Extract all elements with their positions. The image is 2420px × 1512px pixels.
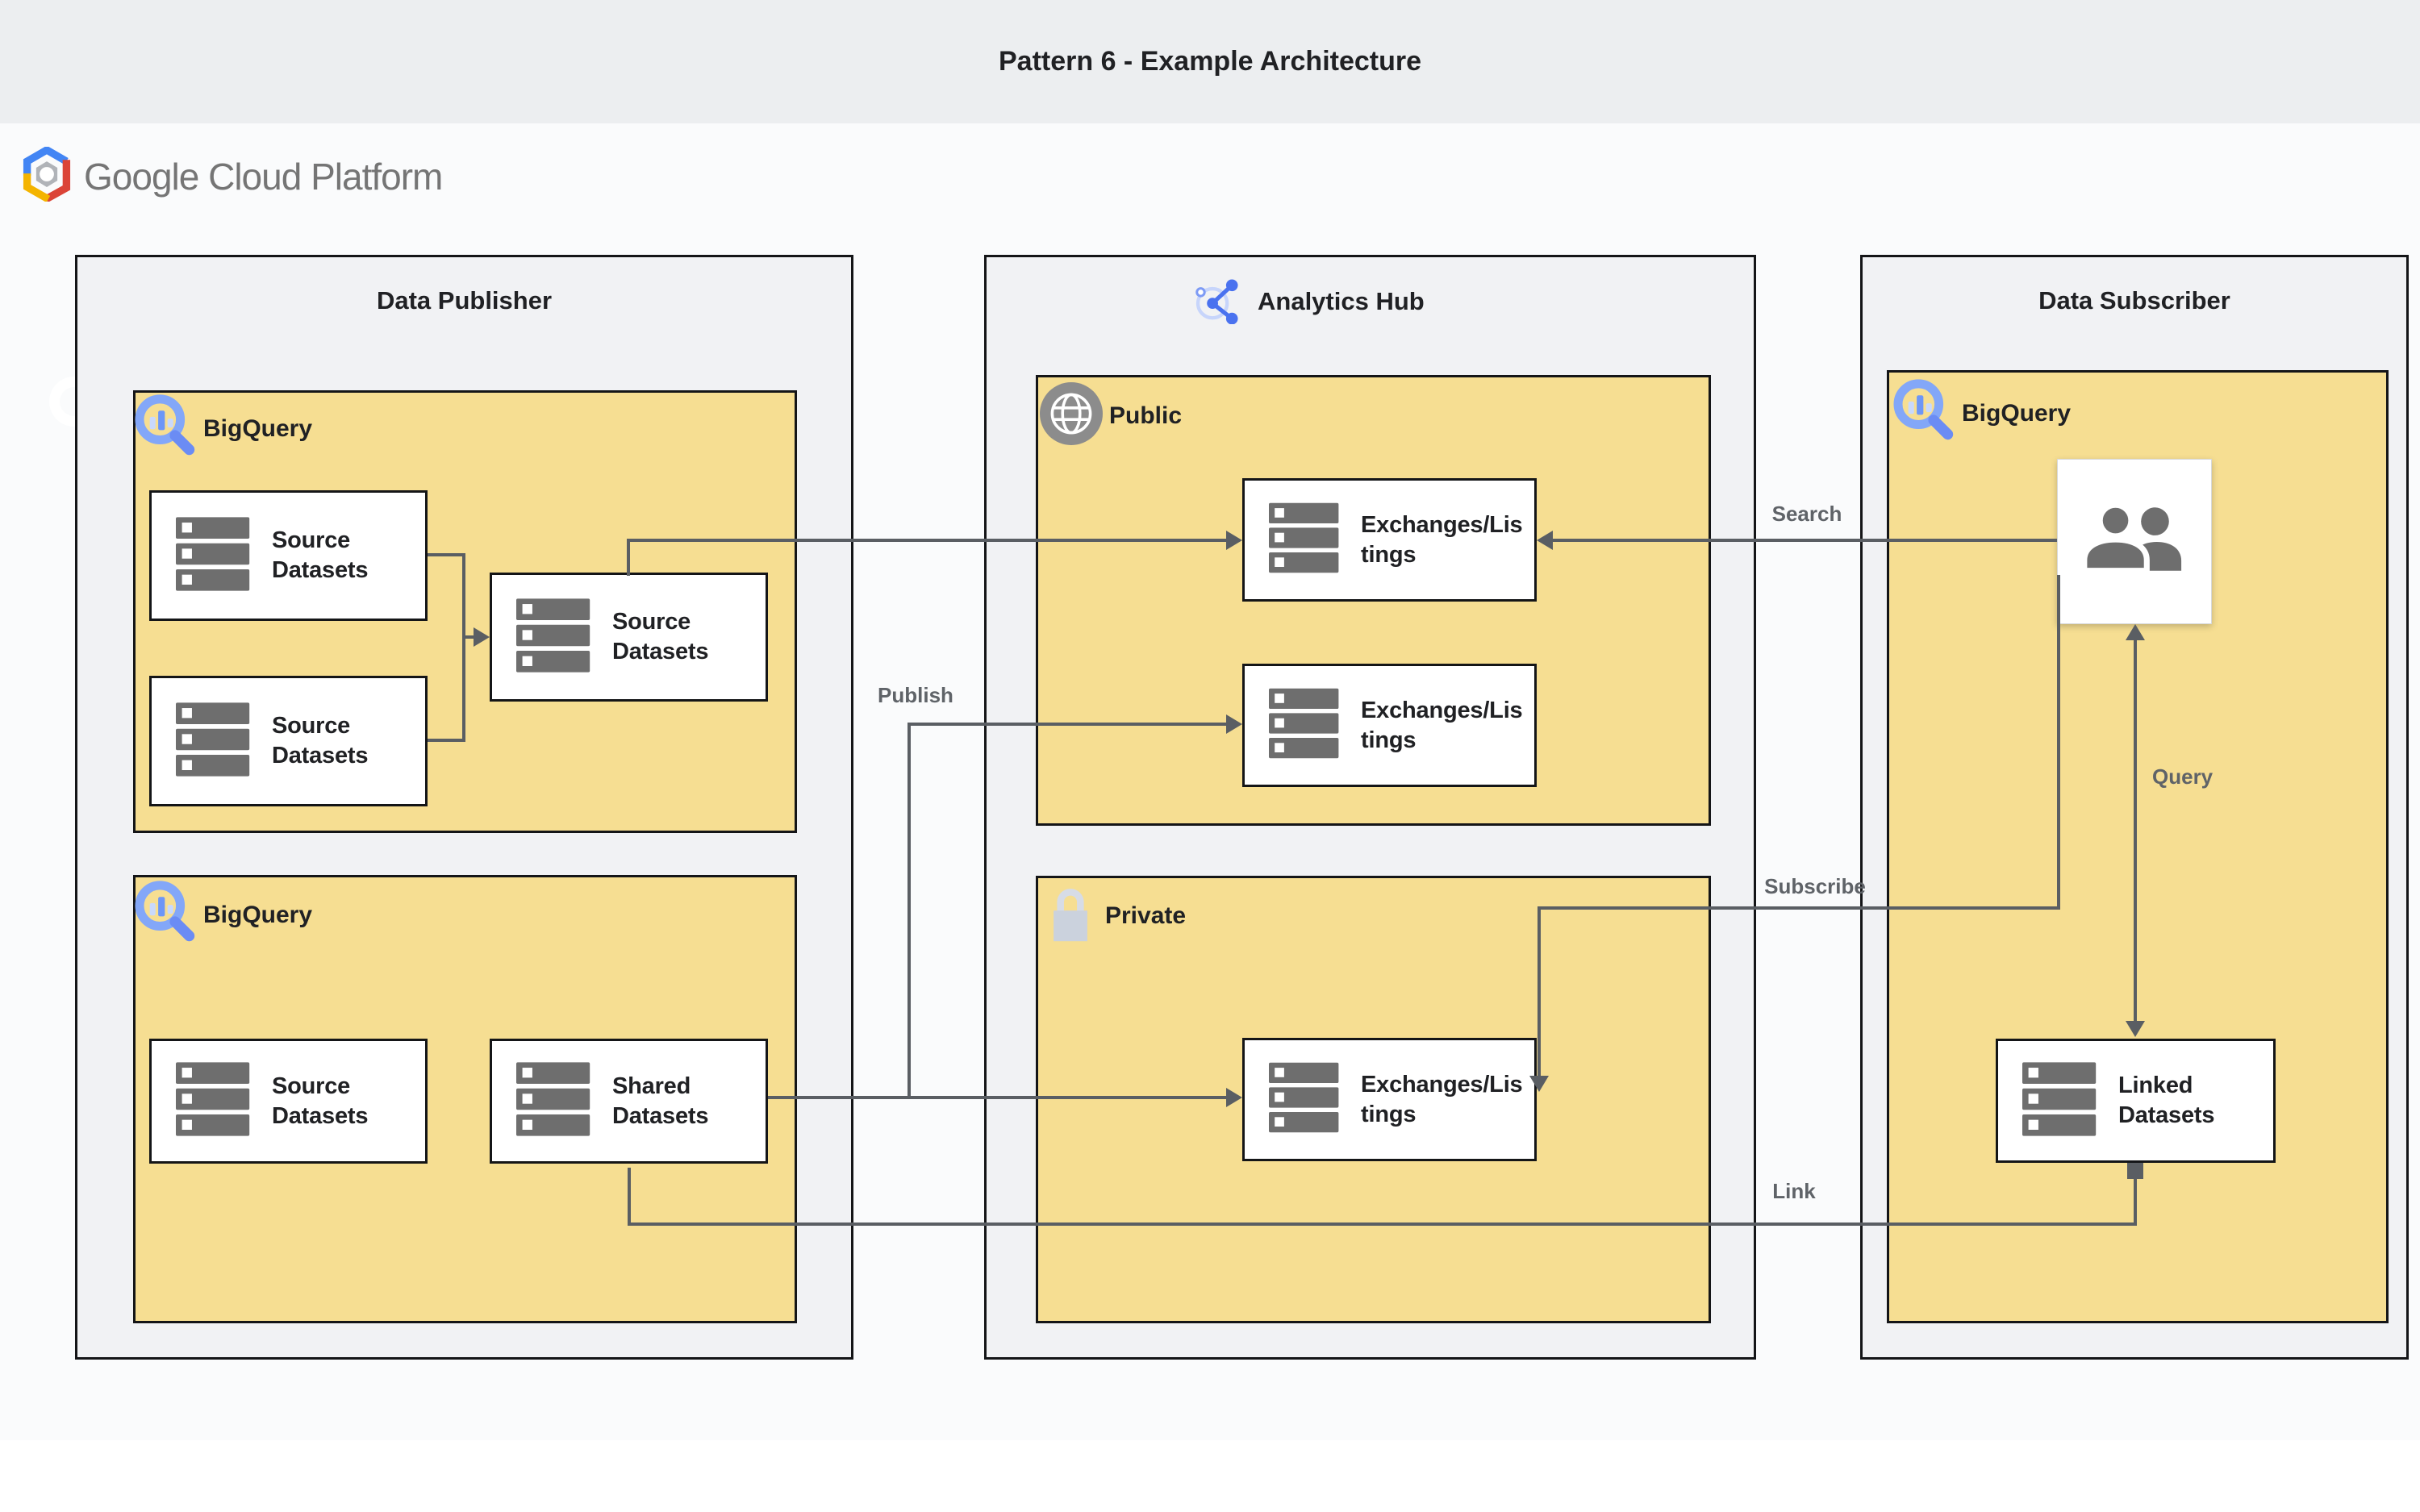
connector-c-to-exchange1 — [627, 539, 1228, 542]
edge-subscribe-v2 — [1538, 906, 1541, 1077]
public-header: Public — [1040, 382, 1182, 449]
edge-query-line — [2134, 637, 2137, 1024]
datasets-icon — [516, 598, 593, 677]
node-source-datasets-merged: Source Datasets — [490, 573, 768, 702]
node-exchanges-listings-private: Exchanges/Lis tings — [1242, 1038, 1537, 1161]
bigquery-header-2: BigQuery — [131, 877, 312, 952]
datasets-icon — [176, 1062, 252, 1140]
page-title: Pattern 6 - Example Architecture — [998, 46, 1422, 77]
node-exchanges-listings-public-1: Exchanges/Lis tings — [1242, 478, 1537, 602]
datasets-icon — [1269, 1062, 1341, 1137]
node-label: Source Datasets — [612, 609, 709, 664]
node-source-datasets-1: Source Datasets — [149, 490, 428, 621]
node-label: Shared Datasets — [612, 1073, 709, 1129]
connector-merge-into-c — [464, 635, 476, 639]
node-exchanges-listings-public-2: Exchanges/Lis tings — [1242, 664, 1537, 787]
edge-subscribe-h — [1538, 906, 2060, 910]
edge-publish-line — [908, 723, 1228, 726]
globe-icon — [1040, 382, 1103, 449]
datasets-icon — [1269, 688, 1341, 763]
edge-label-query: Query — [2152, 764, 2213, 789]
people-icon — [2080, 497, 2188, 586]
edge-label-publish: Publish — [878, 683, 953, 707]
arrowhead-publish — [1226, 714, 1242, 734]
analytics-hub-icon — [1193, 274, 1243, 328]
arrowhead-subscribe — [1529, 1076, 1549, 1092]
arrowhead-query-down — [2126, 1021, 2145, 1037]
arrowhead-into-exchange3-left — [1226, 1088, 1242, 1107]
datasets-icon — [1269, 502, 1341, 577]
connector-c-up — [627, 539, 630, 576]
arrowhead-into-exchange1-left — [1226, 531, 1242, 550]
bottom-margin — [0, 1440, 2420, 1512]
public-label: Public — [1109, 402, 1183, 429]
datasets-icon — [2022, 1061, 2099, 1140]
bigquery-icon — [1889, 376, 1960, 451]
node-label: Source Datasets — [272, 1073, 369, 1129]
connector-merge-b — [428, 739, 465, 742]
edge-search-line — [1553, 539, 2057, 542]
edge-publish-vertical — [908, 723, 911, 1099]
edge-label-search: Search — [1771, 502, 1842, 526]
link-square-terminal — [2127, 1163, 2143, 1179]
node-label: Exchanges/Lis tings — [1361, 697, 1523, 753]
data-subscriber-title: Data Subscriber — [2038, 286, 2230, 314]
bigquery-header-1: BigQuery — [131, 391, 312, 466]
bigquery-label: BigQuery — [1962, 399, 2072, 427]
connector-merge-a — [428, 553, 465, 556]
analytics-hub-header: Analytics Hub — [1193, 274, 1425, 328]
gcp-logo: Google Cloud Platform — [23, 145, 443, 206]
bigquery-icon — [131, 877, 202, 952]
node-source-datasets-3: Source Datasets — [149, 1039, 428, 1164]
private-header: Private — [1047, 883, 1186, 948]
edge-shared-to-exchange3-line — [768, 1096, 1228, 1099]
arrowhead-search — [1537, 531, 1553, 550]
edge-label-subscribe: Subscribe — [1764, 874, 1866, 898]
private-label: Private — [1105, 902, 1187, 929]
node-label: Exchanges/Lis tings — [1361, 1071, 1523, 1127]
bigquery-icon — [131, 391, 202, 466]
bigquery-label: BigQuery — [203, 414, 313, 442]
node-label: Source Datasets — [272, 527, 369, 583]
edge-link-h — [628, 1223, 2137, 1226]
node-label: Exchanges/Lis tings — [1361, 511, 1523, 568]
node-label: Linked Datasets — [2118, 1073, 2215, 1128]
lock-icon — [1047, 883, 1094, 948]
data-publisher-title: Data Publisher — [376, 286, 553, 314]
bigquery-header-3: BigQuery — [1889, 376, 2071, 451]
arrowhead-into-source-merged — [474, 627, 490, 647]
analytics-hub-title: Analytics Hub — [1258, 286, 1425, 315]
node-shared-datasets: Shared Datasets — [490, 1039, 768, 1164]
connector-merge-vertical — [462, 553, 465, 742]
gcp-logo-text: Google Cloud Platform — [84, 155, 443, 198]
datasets-icon — [176, 516, 252, 595]
edge-link-v-right — [2134, 1177, 2137, 1226]
node-source-datasets-2: Source Datasets — [149, 676, 428, 806]
top-banner — [0, 0, 2420, 123]
edge-label-link: Link — [1772, 1179, 1816, 1203]
datasets-icon — [176, 702, 252, 781]
edge-link-v-left — [628, 1168, 631, 1224]
arrowhead-query-up — [2126, 624, 2145, 640]
edge-subscribe-v1 — [2057, 575, 2060, 908]
gcp-hexagon-icon — [23, 145, 71, 206]
node-label: Source Datasets — [272, 713, 369, 768]
bigquery-label: BigQuery — [203, 901, 313, 928]
subscriber-users-card — [2057, 459, 2212, 624]
node-linked-datasets: Linked Datasets — [1996, 1039, 2276, 1163]
datasets-icon — [516, 1062, 593, 1140]
